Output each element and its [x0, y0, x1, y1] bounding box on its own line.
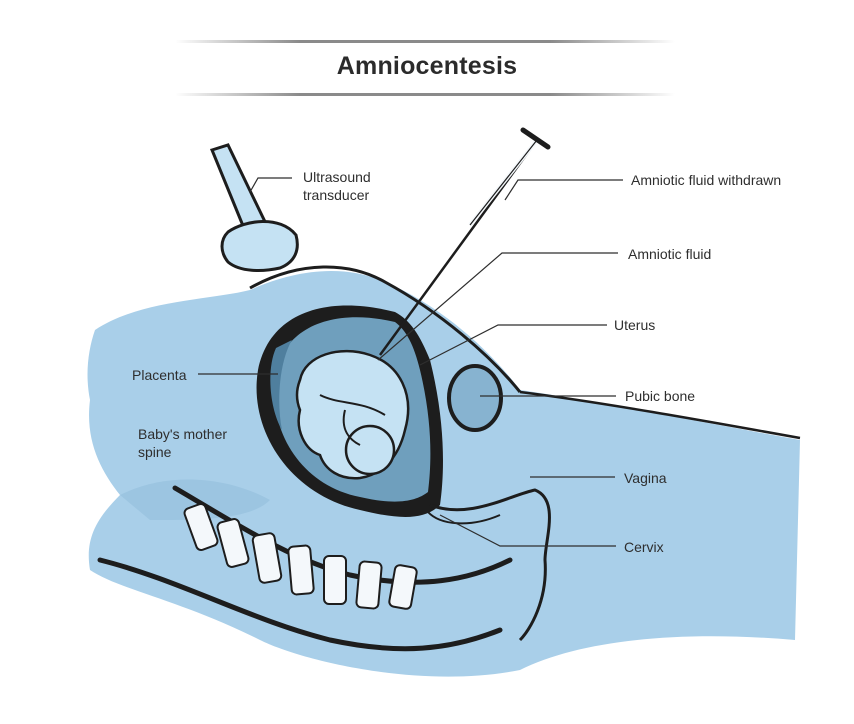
- ultrasound-transducer: [209, 143, 299, 272]
- vertebra: [323, 555, 347, 605]
- leader-ultrasound: [249, 177, 292, 193]
- title-bottom-rule: [175, 93, 675, 96]
- leader-amniotic-fluid: [377, 252, 618, 361]
- label-placenta: Placenta: [132, 367, 187, 383]
- placenta: [270, 340, 292, 430]
- spine-outline: [172, 485, 513, 585]
- label-mother-spine: Baby's mother spine: [138, 426, 228, 460]
- leader-lines: [198, 177, 623, 547]
- vertebra: [251, 532, 283, 584]
- pubic-bone: [447, 364, 503, 432]
- leader-withdrawn: [504, 179, 623, 201]
- needle: [378, 127, 551, 356]
- mother-body: [87, 270, 800, 677]
- fetus: [295, 350, 410, 480]
- abdomen-outline: [249, 265, 522, 393]
- diagram-title: Amniocentesis: [336, 52, 518, 80]
- vertebra: [183, 502, 219, 552]
- vertebra: [216, 518, 250, 568]
- label-cervix: Cervix: [624, 539, 664, 555]
- label-ultrasound-transducer: Ultrasound transducer: [303, 169, 371, 203]
- title-top-rule: [175, 40, 675, 43]
- leader-cervix: [439, 514, 616, 547]
- vertebra: [355, 560, 383, 610]
- vagina-canal: [429, 488, 551, 642]
- label-vagina: Vagina: [624, 470, 667, 486]
- label-amniotic-fluid: Amniotic fluid: [628, 246, 712, 262]
- label-uterus: Uterus: [614, 317, 656, 333]
- label-amniotic-fluid-withdrawn: Amniotic fluid withdrawn: [631, 172, 782, 188]
- label-pubic-bone: Pubic bone: [625, 388, 696, 404]
- leader-uterus: [419, 324, 607, 366]
- vertebra: [388, 564, 418, 610]
- spine-lower-outline: [97, 557, 503, 652]
- vertebra: [287, 544, 315, 596]
- cervix: [427, 511, 501, 525]
- vertebrae: [183, 502, 418, 610]
